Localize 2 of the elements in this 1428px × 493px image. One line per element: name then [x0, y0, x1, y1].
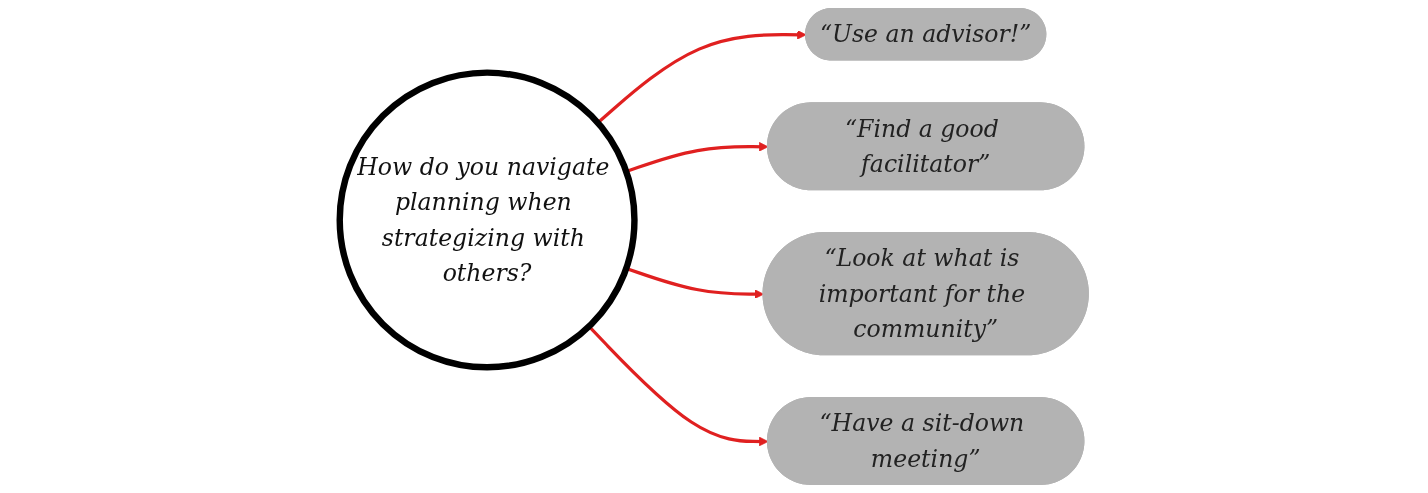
node-circle: How do you navigate planning when strategizing with others? [336, 69, 638, 371]
arrow [596, 30, 807, 124]
